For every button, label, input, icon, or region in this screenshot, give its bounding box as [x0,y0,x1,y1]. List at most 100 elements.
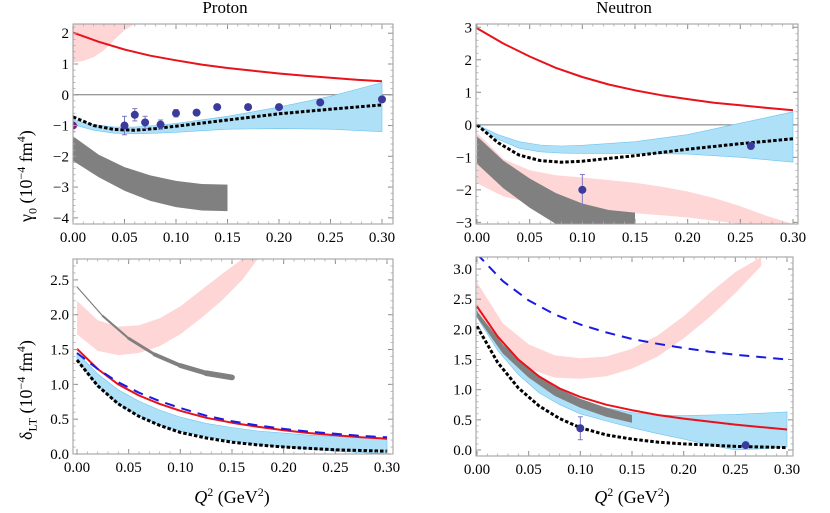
y-tick-label: 2 [465,53,473,69]
y-tick-label: −1 [53,119,69,135]
y-tick-label: 0 [62,88,70,104]
y-tick-label: 0.0 [50,447,69,463]
x-tick-label: 0.25 [727,230,753,246]
plot-frame [72,23,394,225]
xlabel-proton: Q2 (GeV2) [194,485,270,507]
x-tick-label: 0.20 [271,460,297,476]
series-blue-dashed-line [76,352,388,439]
series-cyan-band-band [476,307,788,451]
series-red-solid-line [476,27,794,112]
x-tick-label: 0.00 [464,462,490,478]
ylabel-deltaLT: δLT (10−4 fm4) [14,340,40,440]
data-point [120,115,129,136]
x-tick-label: 0.05 [111,230,137,246]
x-tick-label: 0.00 [64,460,90,476]
y-tick-label: −1 [456,150,472,166]
series-gray-band-band [73,136,228,212]
series-gray-band-band [477,311,632,423]
x-tick-label: 0.10 [567,462,593,478]
y-tick-label: −4 [53,211,69,227]
x-tick-label: 0.00 [60,230,86,246]
x-tick-label: 0.25 [317,230,343,246]
y-tick-label: −3 [456,215,472,231]
panel-proton_gamma0: 0.00 0.05 0.10 0.15 0.20 0.25 0.30 −4 −3 −2 −1 0 1 2 [53,23,395,246]
data-point [192,108,201,117]
x-tick-label: 0.25 [322,460,348,476]
panel-neutron_gamma0: 0.00 0.05 0.10 0.15 0.20 0.25 0.30 −3 −2 −1 0 1 2 3 [456,20,806,246]
x-tick-label: 0.10 [569,230,595,246]
plot-frame [475,256,794,457]
neutron-title: Neutron [596,0,652,17]
panel-neutron_deltaLT: 0.00 0.05 0.10 0.15 0.20 0.25 0.30 0.0 0.5 1.0 1.5… [453,256,800,478]
data-point [130,108,139,122]
series-black-dotted-line [73,103,383,132]
series-cyan-band-band [73,82,383,135]
x-tick-label: 0.10 [163,230,189,246]
y-tick-label: 2 [62,26,70,42]
x-tick-label: 0.30 [374,460,400,476]
xlabel-neutron: Q2 (GeV2) [594,485,670,507]
data-point [172,109,180,118]
y-tick-label: 3.0 [453,262,472,278]
series-gray-band-band [477,136,635,224]
x-tick-label: 0.15 [622,230,648,246]
x-tick-label: 0.05 [516,462,542,478]
x-tick-label: 0.30 [369,230,395,246]
y-tick-label: 0.0 [453,443,472,459]
x-tick-label: 0.15 [619,462,645,478]
y-tick-label: 1.0 [50,377,69,393]
x-tick-label: 0.25 [722,462,748,478]
y-tick-label: 1.0 [453,383,472,399]
y-tick-label: 2.5 [453,292,472,308]
proton-title: Proton [202,0,248,17]
series-red-solid-line [73,31,383,83]
y-tick-label: 2.0 [50,308,69,324]
x-tick-label: 0.30 [774,462,800,478]
series-black-dotted-line [476,325,788,450]
series-blue-dashed-line [478,257,788,361]
plot-frame [475,23,799,225]
x-tick-label: 0.05 [517,230,543,246]
series-pink-band-band [477,257,762,379]
x-tick-label: 0.15 [219,460,245,476]
y-tick-label: 3 [465,20,473,36]
y-tick-label: 1 [62,57,70,73]
y-tick-label: 2.5 [50,273,69,289]
data-point [578,174,587,206]
x-tick-label: 0.00 [464,230,490,246]
y-tick-label: 1.5 [453,353,472,369]
data-point [316,98,325,107]
data-point [746,141,755,150]
x-tick-label: 0.20 [671,462,697,478]
y-tick-label: −3 [53,180,69,196]
y-tick-label: 1 [465,85,473,101]
ylabel-gamma0: γ0 (10−4 fm4) [14,130,40,222]
x-tick-label: 0.15 [214,230,240,246]
y-tick-label: 2.0 [453,322,472,338]
data-point [576,416,585,441]
y-tick-label: 0.5 [50,412,69,428]
x-tick-label: 0.20 [266,230,292,246]
data-point [156,119,165,130]
series-pink-band-band [77,259,258,356]
y-tick-label: −2 [456,183,472,199]
series-red-solid-line [76,348,388,440]
y-tick-label: 0 [465,118,473,134]
x-tick-label: 0.05 [116,460,142,476]
data-point [141,115,150,130]
x-tick-label: 0.30 [780,230,806,246]
y-tick-label: 1.5 [50,343,69,359]
x-tick-label: 0.20 [675,230,701,246]
series-cyan-band-band [76,352,388,454]
data-point [244,103,253,112]
series-black-dotted-line [75,359,388,453]
series-black-dotted-line [476,123,794,164]
series-red-solid-line [476,305,788,431]
data-point [275,103,283,112]
data-point [378,95,386,104]
y-tick-label: 0.5 [453,413,472,429]
y-tick-label: −2 [53,149,69,165]
series-cyan-band-band [476,111,794,163]
